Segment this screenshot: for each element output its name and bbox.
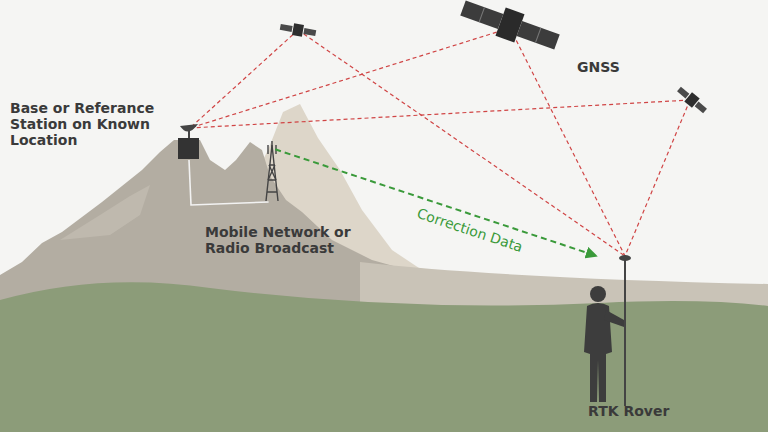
solar-panel bbox=[460, 0, 503, 29]
satellite-signals bbox=[190, 28, 690, 256]
signal-line bbox=[510, 28, 625, 256]
grass bbox=[0, 282, 768, 432]
node-label: Mobile Network or Radio Broadcast bbox=[205, 224, 370, 256]
base-station-box bbox=[178, 138, 199, 159]
solar-panel bbox=[695, 102, 707, 114]
satellite-body bbox=[495, 7, 524, 42]
signal-line bbox=[190, 30, 298, 128]
panel-seam bbox=[535, 28, 540, 43]
cable-link bbox=[189, 160, 269, 205]
edge-label: Correction Data bbox=[415, 205, 525, 255]
dish-mast bbox=[188, 130, 190, 138]
satellite bbox=[458, 0, 562, 56]
signal-line bbox=[298, 30, 625, 256]
satellite bbox=[675, 84, 709, 115]
panel-seam bbox=[479, 7, 484, 22]
tower-antennas bbox=[268, 141, 276, 154]
solar-panel bbox=[303, 28, 316, 36]
solar-panel bbox=[280, 24, 293, 32]
satellite-body bbox=[292, 23, 304, 37]
mountain-shade bbox=[60, 185, 150, 240]
person-arm bbox=[604, 310, 624, 327]
satellite bbox=[279, 21, 317, 39]
reference-station: Base or Referance Station on Known Locat… bbox=[176, 122, 202, 160]
solar-panel bbox=[677, 87, 689, 99]
tower-braces bbox=[267, 165, 277, 192]
mountain bbox=[0, 140, 768, 432]
satellite-body bbox=[684, 92, 699, 108]
rtk-rover: RTK Rover bbox=[578, 256, 640, 404]
person-head bbox=[590, 286, 606, 302]
survey-pole bbox=[624, 258, 626, 406]
node-label: Base or Referance Station on Known Locat… bbox=[10, 100, 185, 148]
signal-line bbox=[190, 28, 510, 128]
solar-panel bbox=[517, 21, 560, 50]
rover-antenna bbox=[619, 255, 631, 261]
system-label: GNSS bbox=[577, 59, 620, 75]
node-label: RTK Rover bbox=[588, 403, 708, 419]
signal-line bbox=[625, 100, 690, 256]
radio-tower: Mobile Network or Radio Broadcast bbox=[262, 140, 284, 202]
signal-line bbox=[190, 100, 690, 128]
